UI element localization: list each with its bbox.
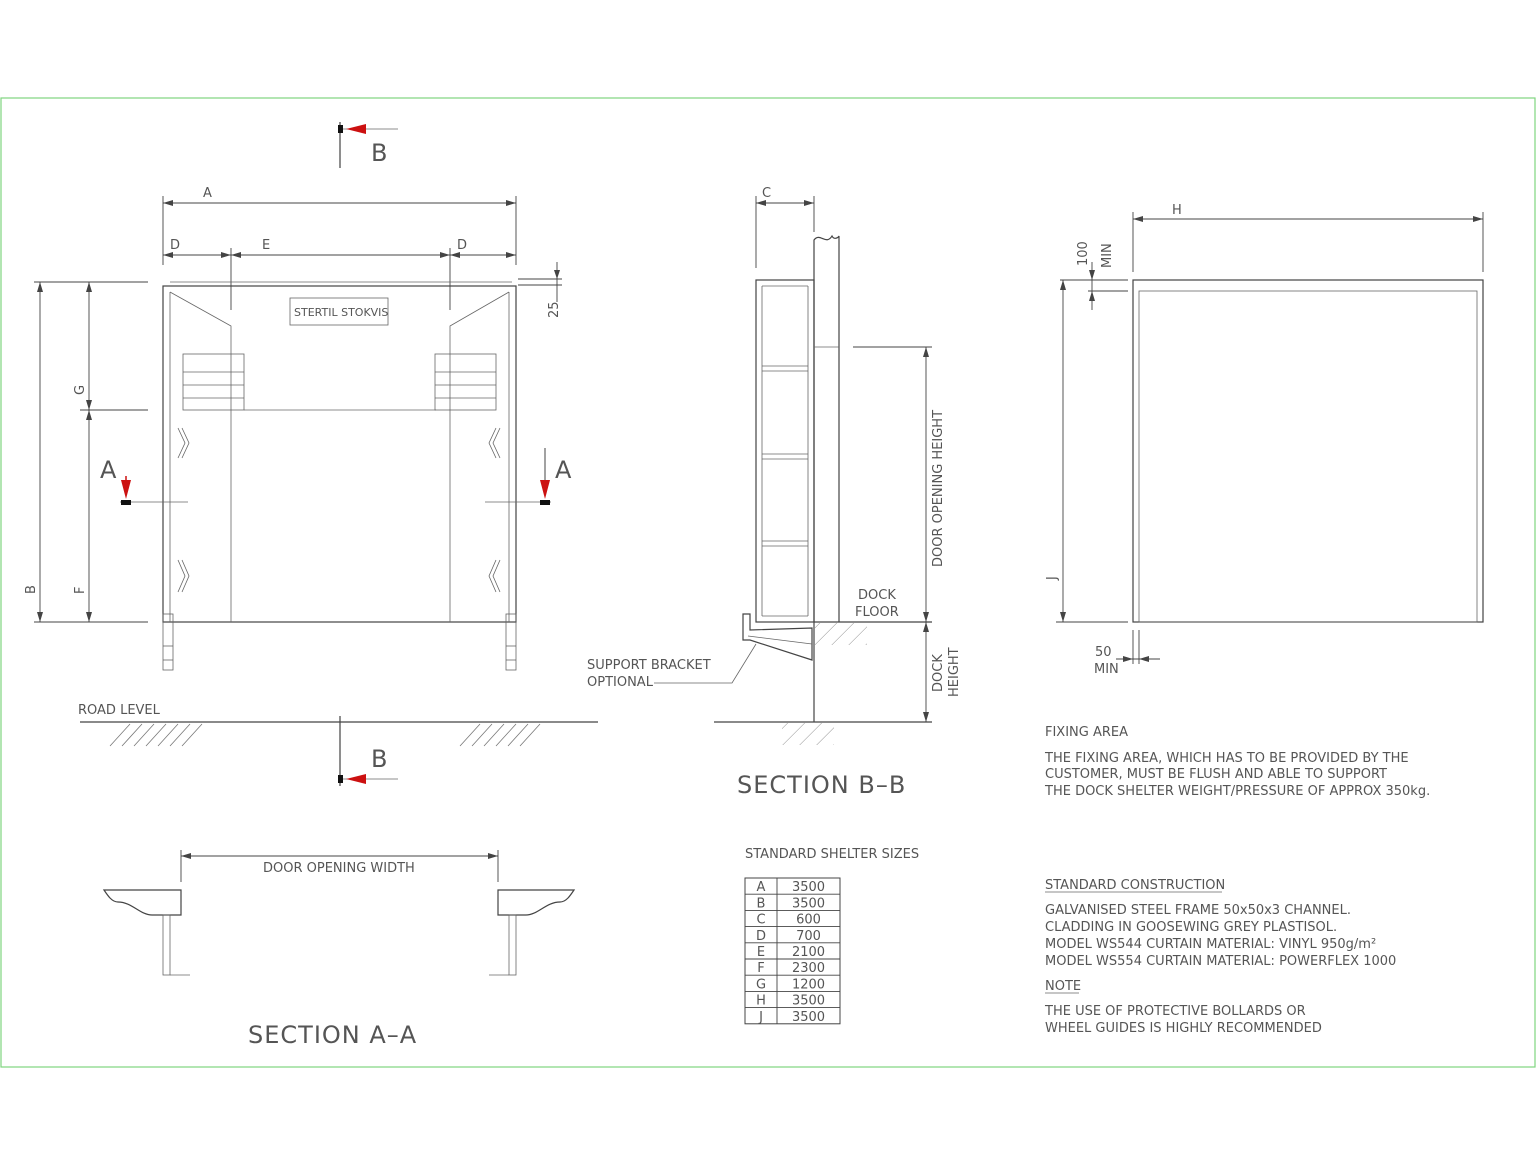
dim-label-min-top: MIN <box>1100 243 1115 268</box>
louvre-right <box>434 353 497 411</box>
dim-label-c: C <box>762 186 771 201</box>
nameplate-text: STERTIL STOKVIS <box>294 306 388 319</box>
dim-label-a: A <box>203 186 212 201</box>
size-key: B <box>757 896 766 911</box>
dim-label-d-left: D <box>170 238 180 253</box>
nameplate <box>289 297 389 326</box>
dimension-d-e-d: D E D <box>163 238 516 310</box>
construction-line-3: MODEL WS544 CURTAIN MATERIAL: VINYL 950g… <box>1045 937 1376 952</box>
door-opening-height-label: DOOR OPENING HEIGHT <box>931 410 946 567</box>
section-marker-b-bottom: B <box>338 716 398 786</box>
section-aa-view: DOOR OPENING WIDTH SECTION A–A <box>102 850 576 1049</box>
dim-label-g: G <box>73 385 88 395</box>
size-key: J <box>758 1010 763 1025</box>
road-level-label: ROAD LEVEL <box>78 703 161 718</box>
size-value: 3500 <box>792 994 825 1009</box>
section-marker-a-left: A <box>100 456 188 505</box>
support-bracket-label-2: OPTIONAL <box>587 675 654 690</box>
dim-label-h: H <box>1172 203 1182 218</box>
sheet-border <box>0 97 1536 1068</box>
size-key: F <box>757 961 764 976</box>
dim-label-j: J <box>1045 576 1060 581</box>
construction-line-2: CLADDING IN GOOSEWING GREY PLASTISOL. <box>1045 920 1337 935</box>
dim-label-b: B <box>24 585 39 594</box>
dim-label-25: 25 <box>547 301 562 318</box>
size-value: 1200 <box>792 977 825 992</box>
size-value: 2100 <box>792 945 825 960</box>
section-bb-view: C SUPPORT BRACKET OPTIONAL <box>587 186 962 799</box>
road-level: ROAD LEVEL <box>78 703 598 747</box>
dock-height-label-2: HEIGHT <box>947 647 962 697</box>
construction-line-1: GALVANISED STEEL FRAME 50x50x3 CHANNEL. <box>1045 903 1351 918</box>
section-letter-a-right: A <box>555 456 572 484</box>
size-value: 600 <box>796 913 821 928</box>
fixing-area-view: H 100 MIN J 50 MIN <box>1045 203 1484 677</box>
size-value: 700 <box>796 929 821 944</box>
door-opening-width-label: DOOR OPENING WIDTH <box>263 861 415 876</box>
dimension-25: 25 <box>518 262 562 318</box>
louvre-left <box>182 353 245 411</box>
section-aa-title: SECTION A–A <box>248 1021 417 1049</box>
section-marker-a-right: A <box>485 448 572 505</box>
support-bracket-label-1: SUPPORT BRACKET <box>587 658 711 673</box>
section-letter-b-bottom: B <box>371 745 387 773</box>
size-value: 2300 <box>792 961 825 976</box>
dim-label-100: 100 <box>1076 241 1091 266</box>
dim-label-min-bottom: MIN <box>1094 662 1119 677</box>
guide-chevrons <box>177 427 501 593</box>
fixing-area-line-1: THE FIXING AREA, WHICH HAS TO BE PROVIDE… <box>1044 751 1409 766</box>
size-key: A <box>757 880 766 895</box>
dim-label-e: E <box>262 238 270 253</box>
dim-label-d-right: D <box>457 238 467 253</box>
notes-block: FIXING AREA THE FIXING AREA, WHICH HAS T… <box>1044 725 1430 1036</box>
fixing-area-line-3: THE DOCK SHELTER WEIGHT/PRESSURE OF APPR… <box>1044 784 1430 799</box>
size-key: G <box>756 977 766 992</box>
sizes-table-title: STANDARD SHELTER SIZES <box>745 847 919 862</box>
front-view: B A D E D <box>24 122 598 786</box>
note-line-1: THE USE OF PROTECTIVE BOLLARDS OR <box>1044 1004 1306 1019</box>
section-letter-b-top: B <box>371 139 387 167</box>
size-key: C <box>756 913 765 928</box>
size-value: 3500 <box>792 1010 825 1025</box>
size-value: 3500 <box>792 896 825 911</box>
dimension-a: A <box>162 186 517 265</box>
note-title: NOTE <box>1045 979 1081 994</box>
section-marker-b-top: B <box>338 122 398 168</box>
size-key: H <box>756 994 766 1009</box>
size-key: D <box>756 929 766 944</box>
dimension-b-g-f: B G F <box>24 281 148 623</box>
dock-floor-label-1: DOCK <box>858 588 896 603</box>
section-bb-title: SECTION B–B <box>737 771 906 799</box>
construction-line-4: MODEL WS554 CURTAIN MATERIAL: POWERFLEX … <box>1045 954 1396 969</box>
construction-title: STANDARD CONSTRUCTION <box>1045 878 1225 893</box>
size-value: 3500 <box>792 880 825 895</box>
shelter-frame <box>162 285 517 623</box>
dim-label-50: 50 <box>1095 645 1112 660</box>
dock-height-label-1: DOCK <box>931 654 946 692</box>
fixing-area-line-2: CUSTOMER, MUST BE FLUSH AND ABLE TO SUPP… <box>1045 767 1387 782</box>
fixing-area-outer <box>1132 279 1484 623</box>
dock-floor-label-2: FLOOR <box>855 605 899 620</box>
section-letter-a-left: A <box>100 456 117 484</box>
fixing-area-inner <box>1138 290 1478 623</box>
fixing-area-title: FIXING AREA <box>1045 725 1128 740</box>
size-key: E <box>757 945 765 960</box>
dim-label-f: F <box>73 587 88 594</box>
note-line-2: WHEEL GUIDES IS HIGHLY RECOMMENDED <box>1045 1021 1322 1036</box>
